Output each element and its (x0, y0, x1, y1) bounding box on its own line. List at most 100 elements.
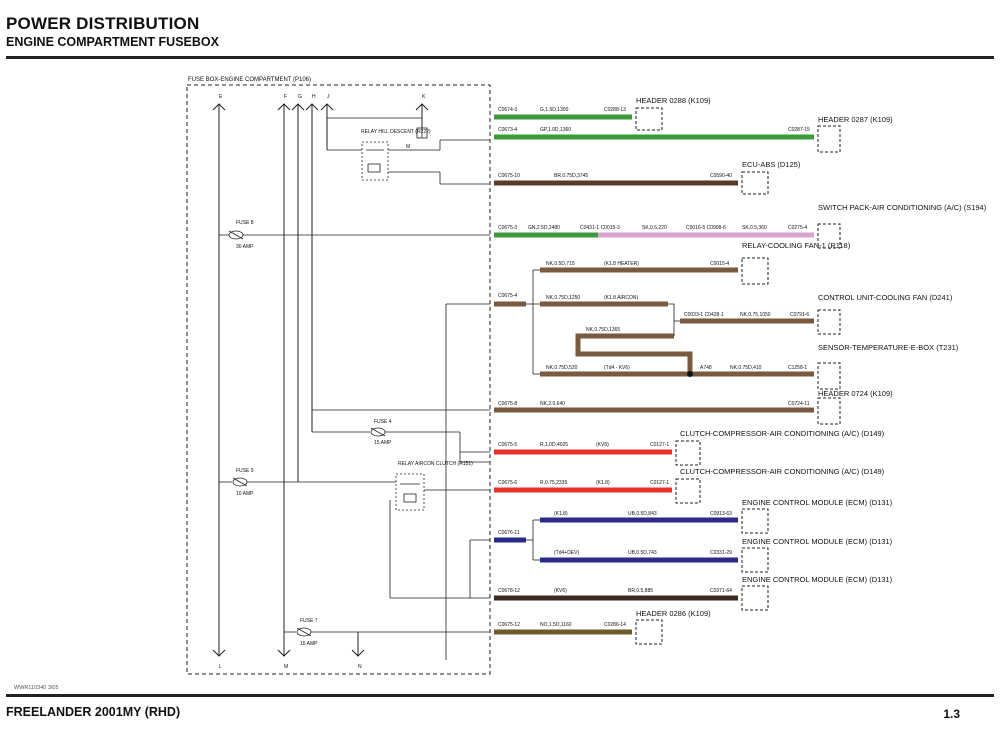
wire-label: BR,0.5,885 (628, 588, 653, 594)
wire-label: GN,2.5D,2480 (528, 225, 560, 231)
wire-label: C0675-6 (498, 480, 517, 486)
target-ecm-3: ENGINE CONTROL MODULE (ECM) (D131) (742, 575, 893, 584)
fuse4-amp: 15 AMP (374, 440, 392, 446)
wire-label: G,1.5D,1300 (540, 107, 569, 113)
target-ecm-2: ENGINE CONTROL MODULE (ECM) (D131) (742, 537, 893, 546)
ecu-abs-box (741, 171, 769, 195)
wire-label: NO,1.5D,1160 (540, 622, 572, 628)
fuse9-label: FUSE 9 (236, 468, 254, 474)
wire-label: (K1.8) (554, 511, 568, 517)
terminal-h: H (312, 94, 316, 100)
wire-label: BR,0.75D,3745 (554, 173, 588, 179)
wire-label: C1258-1 (788, 365, 807, 371)
wire-label: (K1.8 HEATER) (604, 261, 639, 267)
clutch-box-1 (675, 440, 701, 466)
fusebox-label: FUSE BOX-ENGINE COMPARTMENT (P106) (188, 77, 311, 83)
wire-label: C0913-63 (710, 511, 732, 517)
terminal-f: F (284, 94, 287, 100)
ecm-box-2 (741, 547, 769, 573)
wire-label: C0674-3 (498, 107, 517, 113)
header-0287-box (817, 125, 841, 153)
wire-label: (K1.8) (596, 480, 610, 486)
wire-label: C0033-1 C0428-1 (684, 312, 724, 318)
terminal-e: E (219, 94, 223, 100)
fuse7-label: FUSE 7 (300, 618, 318, 624)
terminal-m: M (284, 664, 288, 670)
wire-label: NK,0.75D,1365 (586, 327, 620, 333)
wire-label: NK,0.75D,1250 (546, 295, 580, 301)
cooling-fan-unit-box (817, 309, 841, 335)
wire-label: NK,0.75D,410 (730, 365, 762, 371)
target-control-unit: CONTROL UNIT-COOLING FAN (D241) (818, 293, 953, 302)
wire-label: A748 (700, 365, 712, 371)
target-header-0724: HEADER 0724 (K109) (818, 389, 893, 398)
fuse8-amp: 30 AMP (236, 244, 254, 250)
ecm-box-1 (741, 508, 769, 534)
wire-label: C0675-10 (498, 173, 520, 179)
wire-label: SK,0.5,360 (742, 225, 767, 231)
target-clutch-1: CLUTCH-COMPRESSOR-AIR CONDITIONING (A/C)… (680, 429, 885, 438)
wire-label: C0675-8 (498, 401, 517, 407)
bottom-rule (6, 694, 994, 697)
target-sensor-temp: SENSOR-TEMPERATURE-E-BOX (T231) (818, 343, 959, 352)
terminal-k: K (422, 94, 426, 100)
wire-label: C0287-15 (788, 127, 810, 133)
wire-label: (KV6) (596, 442, 609, 448)
wire-label: C0127-1 (650, 442, 669, 448)
wire-label: C0286-14 (604, 622, 626, 628)
target-ecu-abs: ECU-ABS (D125) (742, 160, 801, 169)
temp-sensor-box (817, 362, 841, 390)
fuse4-label: FUSE 4 (374, 419, 392, 425)
wire-label: C0675-5 (498, 442, 517, 448)
wire-label: C0675-3 (498, 225, 517, 231)
wire-label: NK,0.75D,520 (546, 365, 578, 371)
fuse8-label: FUSE 8 (236, 220, 254, 226)
wire-label: (Td4 - KV6) (604, 365, 630, 371)
wire-label: NK,0.75,1050 (740, 312, 771, 318)
wire-label: C0015-4 (710, 261, 729, 267)
wire-label: C0331-29 (710, 550, 732, 556)
wire-label: NK,2.0,640 (540, 401, 565, 407)
clutch-box-2 (675, 478, 701, 504)
wire-label: (KV6) (554, 588, 567, 594)
wire-label: UB,0.5D,743 (628, 550, 657, 556)
fuse7-amp: 15 AMP (300, 641, 318, 647)
page-subtitle: ENGINE COMPARTMENT FUSEBOX (6, 35, 219, 49)
target-header-0288: HEADER 0288 (K109) (636, 96, 711, 105)
header-0288-box (635, 107, 663, 131)
wire-label: C0675-4 (498, 293, 517, 299)
wire-label: UB,0.5D,843 (628, 511, 657, 517)
wire-label: C0127-1 (650, 480, 669, 486)
switch-pack-box (817, 223, 841, 249)
top-rule (6, 56, 994, 59)
wire-label: C0673-4 (498, 127, 517, 133)
wire-label: C0371-64 (710, 588, 732, 594)
header-0724-box (817, 397, 841, 425)
wire-label: C0016-5 C0908-6 (686, 225, 726, 231)
wire-label: R,0.75,2335 (540, 480, 567, 486)
relay-hill-label: RELAY HILL DESCENT (R222) (361, 129, 431, 135)
target-clutch-2: CLUTCH-COMPRESSOR-AIR CONDITIONING (A/C)… (680, 467, 885, 476)
wire-label: SK,0.5,220 (642, 225, 667, 231)
relay-aircon-label: RELAY AIRCON CLUTCH (R151) (398, 461, 473, 467)
target-header-0287: HEADER 0287 (K109) (818, 115, 893, 124)
document-reference: WWR110340 3/05 (14, 685, 59, 691)
target-header-0286: HEADER 0286 (K109) (636, 609, 711, 618)
wire-label: C0275-4 (788, 225, 807, 231)
terminal-j: J (327, 94, 330, 100)
wire-label: R,1.0D,4025 (540, 442, 568, 448)
wire-label: C0288-13 (604, 107, 626, 113)
fusebox-outline (186, 84, 491, 675)
wire-label: C0676-11 (498, 530, 520, 536)
header-0286-box (635, 619, 663, 645)
target-switch-pack: SWITCH PACK-AIR CONDITIONING (A/C) (S194… (818, 203, 987, 212)
wire-label: C0791-6 (790, 312, 809, 318)
wire-label: (Td4+DEV) (554, 550, 579, 556)
wire-label: C0724-11 (788, 401, 810, 407)
target-ecm-1: ENGINE CONTROL MODULE (ECM) (D131) (742, 498, 893, 507)
wire-label: C0590-40 (710, 173, 732, 179)
footer-model: FREELANDER 2001MY (RHD) (6, 705, 181, 719)
wire-label: C0675-12 (498, 622, 520, 628)
wire-label: C0431-1 C0015-3 (580, 225, 620, 231)
